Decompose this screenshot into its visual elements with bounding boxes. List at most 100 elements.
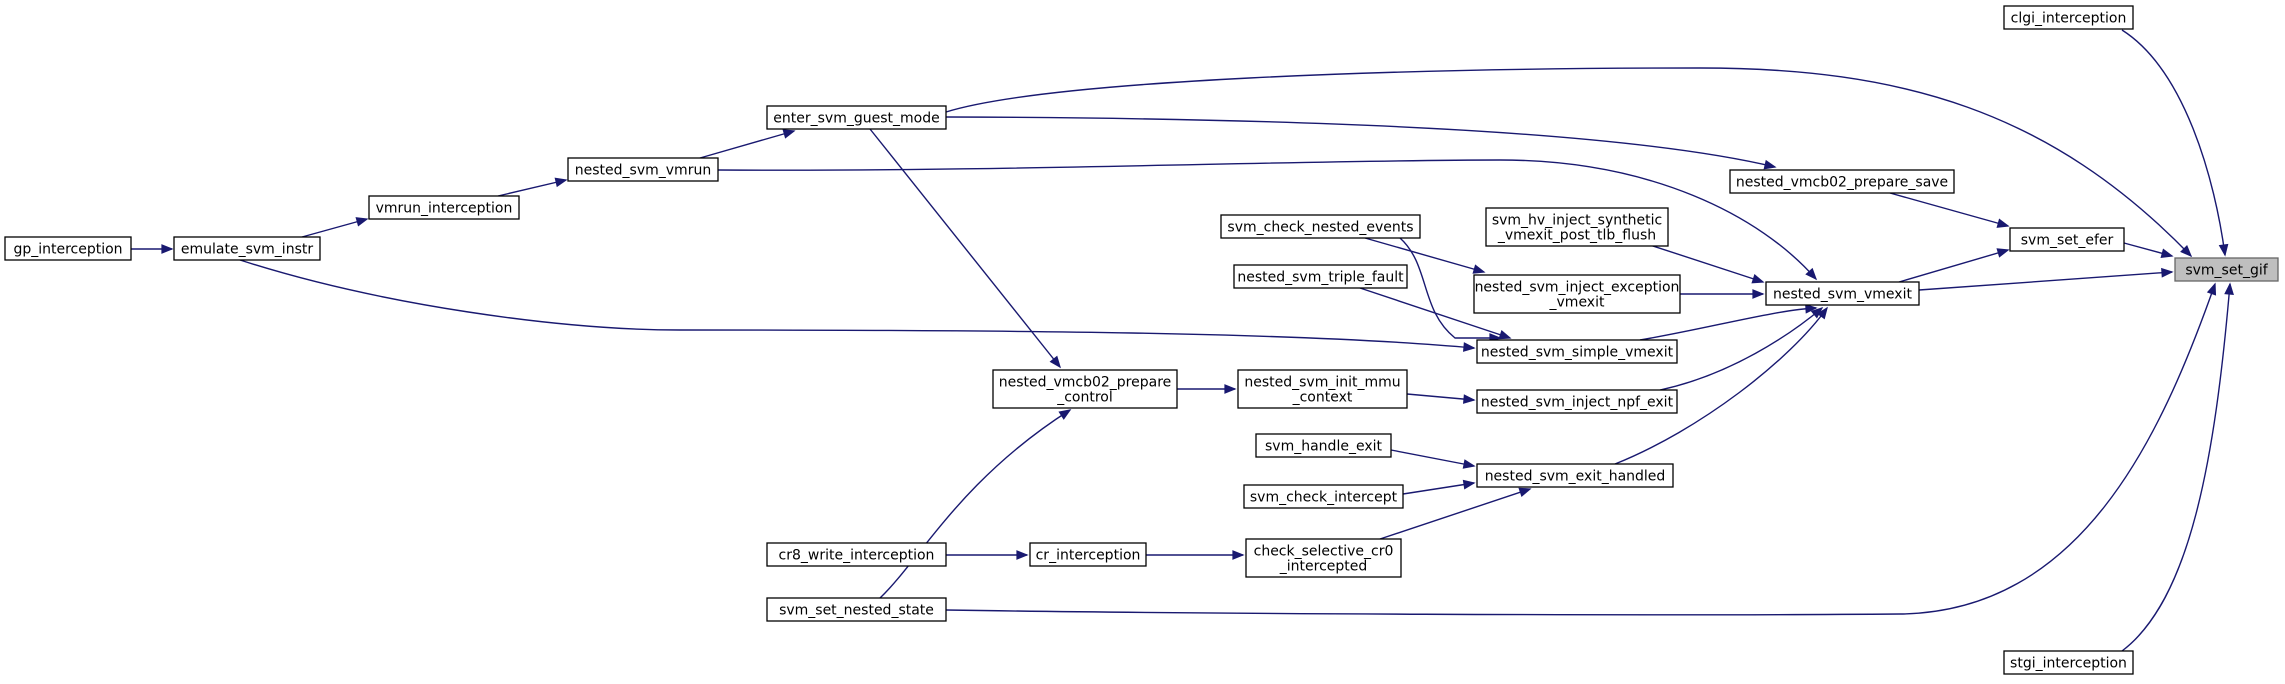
node-nested-svm-vmexit[interactable]: nested_svm_vmexit — [1765, 281, 1920, 306]
node-label: svm_handle_exit — [1265, 439, 1382, 455]
arrow-head — [2160, 248, 2174, 258]
edge-svm-check-intercept-to-nested-svm-exit-handled — [1402, 479, 1476, 495]
arrow-head — [355, 217, 369, 227]
edge-svm-set-nested-state-to-svm-set-gif — [945, 282, 2217, 616]
edges-layer — [131, 29, 2234, 652]
arrow-head — [1805, 267, 1818, 281]
edge-line — [239, 259, 1475, 349]
edge-stgi-interception-to-svm-set-gif — [2121, 282, 2234, 652]
node-box — [2009, 227, 2125, 252]
node-nested-vmcb02-prepare-control[interactable]: nested_vmcb02_prepare_control — [992, 369, 1178, 409]
node-vmrun-interception[interactable]: vmrun_interception — [368, 195, 520, 220]
arrow-head — [1763, 159, 1777, 170]
nodes-layer: svm_set_gif clgi_interception stgi_interce… — [4, 5, 2279, 675]
node-clgi-interception[interactable]: clgi_interception — [2003, 5, 2134, 30]
node-gp-interception[interactable]: gp_interception — [4, 236, 132, 261]
node-box — [2003, 5, 2134, 30]
edge-nested-svm-exit-handled-to-nested-svm-vmexit — [1614, 306, 1828, 465]
arrow-head — [1049, 355, 1062, 369]
edge-line — [1379, 488, 1531, 540]
edge-line — [1406, 393, 1475, 401]
node-box — [1765, 281, 1920, 306]
node-svm-check-nested-events[interactable]: svm_check_nested_events — [1220, 214, 1421, 239]
node-label: gp_interception — [13, 242, 122, 258]
node-svm-set-nested-state[interactable]: svm_set_nested_state — [766, 597, 947, 622]
node-label: nested_svm_vmexit — [1773, 287, 1912, 303]
edge-line — [869, 128, 1061, 368]
node-svm-set-efer[interactable]: svm_set_efer — [2009, 227, 2125, 252]
node-label: emulate_svm_instr — [181, 242, 313, 258]
node-nested-vmcb02-prepare-save[interactable]: nested_vmcb02_prepare_save — [1729, 169, 1955, 194]
node-box — [1243, 484, 1404, 509]
arrow-head — [1463, 394, 1476, 404]
node-label: svm_hv_inject_synthetic — [1492, 213, 1662, 229]
node-label: svm_set_efer — [2021, 233, 2114, 249]
node-box — [992, 369, 1178, 409]
edge-line — [1898, 249, 2009, 283]
node-box — [1255, 433, 1392, 458]
node-label: svm_set_gif — [2185, 263, 2268, 279]
node-nested-svm-exit-handled[interactable]: nested_svm_exit_handled — [1476, 463, 1674, 488]
edge-line — [1639, 307, 1817, 341]
arrow-head — [554, 177, 568, 188]
node-label: _vmexit — [1549, 295, 1605, 311]
node-box — [1237, 369, 1408, 409]
node-cr-interception[interactable]: cr_interception — [1029, 542, 1147, 567]
node-box — [766, 105, 947, 130]
node-nested-svm-init-mmu-context[interactable]: nested_svm_init_mmu_context — [1237, 369, 1408, 409]
arrow-head — [1996, 248, 2010, 258]
edge-nested-svm-init-mmu-context-to-nested-svm-inject-npf-exit — [1406, 393, 1476, 404]
arrow-head — [1996, 218, 2010, 228]
node-box — [4, 236, 132, 261]
edge-emulate-svm-instr-to-nested-svm-simple-vmexit — [239, 259, 1476, 352]
node-label: enter_svm_guest_mode — [773, 111, 939, 127]
arrow-head — [1498, 330, 1512, 340]
edge-enter-svm-guest-mode-to-nested-vmcb02-prepare-control — [869, 128, 1062, 369]
edge-enter-svm-guest-mode-to-svm-set-gif — [945, 67, 2193, 258]
edge-line — [1614, 307, 1828, 465]
edge-svm-hv-inject-synthetic-vmexit-post-tlb-flush-to-nested-svm-vmexit — [1649, 244, 1765, 284]
edge-nested-vmcb02-prepare-save-to-svm-set-efer — [1889, 192, 2010, 228]
node-box — [567, 157, 719, 182]
edge-line — [1649, 244, 1764, 283]
edge-nested-svm-vmexit-to-svm-set-gif — [1918, 267, 2174, 291]
arrow-head — [1816, 306, 1828, 320]
arrow-head — [1224, 384, 1237, 394]
edge-line — [945, 283, 2216, 616]
edge-svm-set-efer-to-svm-set-gif — [2123, 242, 2174, 258]
node-nested-svm-triple-fault[interactable]: nested_svm_triple_fault — [1233, 264, 1408, 289]
edge-emulate-svm-instr-to-vmrun-interception — [301, 217, 369, 238]
edge-nested-svm-inject-exception-vmexit-to-nested-svm-vmexit — [1680, 289, 1765, 299]
node-box — [2174, 257, 2279, 282]
node-box — [368, 195, 520, 220]
node-svm-check-intercept[interactable]: svm_check_intercept — [1243, 484, 1404, 509]
node-svm-hv-inject-synthetic-vmexit-post-tlb-flush[interactable]: svm_hv_inject_synthetic_vmexit_post_tlb_… — [1485, 207, 1669, 247]
node-nested-svm-vmrun[interactable]: nested_svm_vmrun — [567, 157, 719, 182]
edge-nested-svm-simple-vmexit-to-nested-svm-vmexit — [1639, 303, 1818, 341]
node-cr8-write-interception[interactable]: cr8_write_interception — [766, 542, 947, 567]
node-box — [1220, 214, 1421, 239]
node-nested-svm-simple-vmexit[interactable]: nested_svm_simple_vmexit — [1476, 339, 1678, 364]
node-check-selective-cr0-intercepted[interactable]: check_selective_cr0_intercepted — [1245, 538, 1402, 578]
edge-svm-check-nested-events-to-nested-svm-inject-exception-vmexit — [1364, 237, 1486, 274]
arrow-head — [1058, 409, 1072, 420]
node-box — [1029, 542, 1147, 567]
node-nested-svm-inject-exception-vmexit[interactable]: nested_svm_inject_exception_vmexit — [1473, 274, 1681, 314]
node-box — [2003, 650, 2134, 675]
node-stgi-interception[interactable]: stgi_interception — [2003, 650, 2134, 675]
node-label: cr_interception — [1036, 548, 1141, 564]
edge-cr8-write-interception-to-cr-interception — [946, 550, 1029, 560]
node-nested-svm-inject-npf-exit[interactable]: nested_svm_inject_npf_exit — [1476, 389, 1678, 414]
node-svm-set-gif[interactable]: svm_set_gif — [2174, 257, 2279, 282]
node-svm-handle-exit[interactable]: svm_handle_exit — [1255, 433, 1392, 458]
arrow-head — [1462, 479, 1476, 490]
edge-line — [1390, 449, 1475, 467]
node-box — [1233, 264, 1408, 289]
edge-line — [1399, 237, 1500, 339]
node-label: _intercepted — [1279, 559, 1368, 575]
node-emulate-svm-instr[interactable]: emulate_svm_instr — [173, 236, 321, 261]
edge-clgi-interception-to-svm-set-gif — [2121, 29, 2229, 257]
node-box — [173, 236, 321, 261]
node-enter-svm-guest-mode[interactable]: enter_svm_guest_mode — [766, 105, 947, 130]
